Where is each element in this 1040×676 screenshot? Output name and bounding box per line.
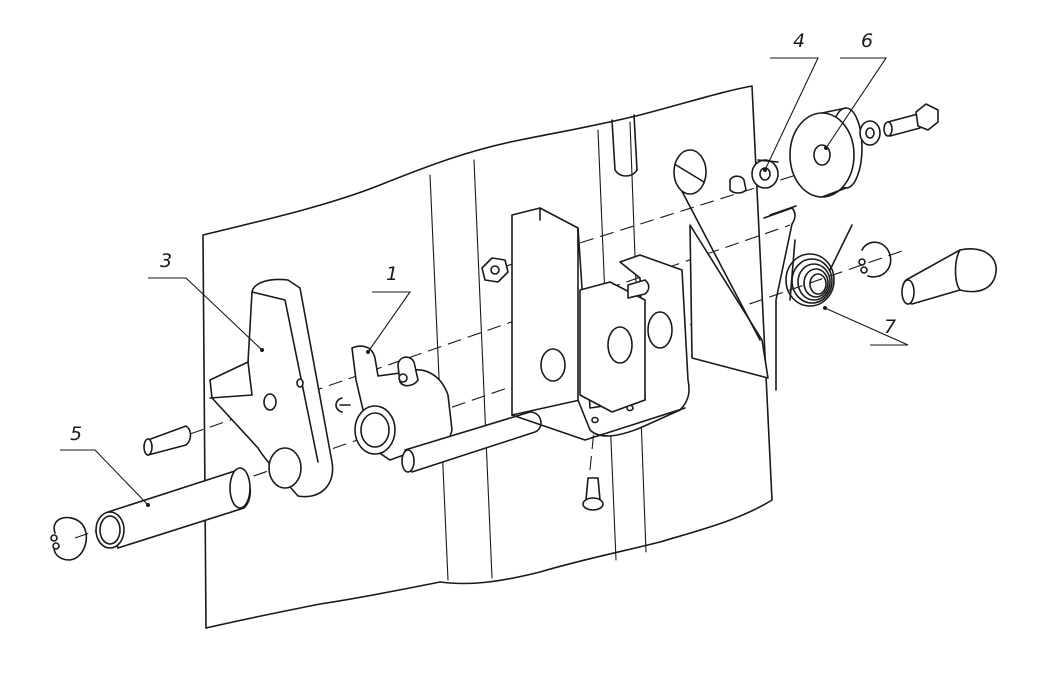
callout-label-5: 5 [70, 423, 82, 445]
pivot-bushing [729, 159, 779, 194]
callout-label-4: 4 [793, 30, 805, 52]
callout-label-6: 6 [861, 30, 873, 52]
torsion-spring [785, 224, 853, 307]
callout-leaders [60, 57, 909, 507]
u-bracket [511, 207, 690, 441]
carriage-bolt [582, 477, 604, 511]
lever-knob [901, 248, 997, 305]
e-clip [335, 397, 351, 413]
washer [859, 120, 881, 146]
pivot-pin [95, 467, 251, 549]
lever-arm [209, 278, 334, 498]
dowel-pin [143, 425, 192, 456]
retaining-ring-right [858, 241, 892, 278]
spring-bracket [763, 205, 797, 391]
callout-label-3: 3 [160, 250, 172, 272]
callout-labels: 1 3 4 5 6 7 [70, 30, 896, 445]
retaining-ring-left [50, 516, 88, 561]
latch-cam [351, 345, 453, 461]
connecting-rod [401, 411, 542, 473]
callout-label-7: 7 [884, 316, 896, 338]
pulley-wheel [789, 107, 863, 198]
cover-plate [673, 149, 769, 379]
hex-bolt [883, 103, 939, 137]
callout-label-1: 1 [386, 263, 398, 285]
